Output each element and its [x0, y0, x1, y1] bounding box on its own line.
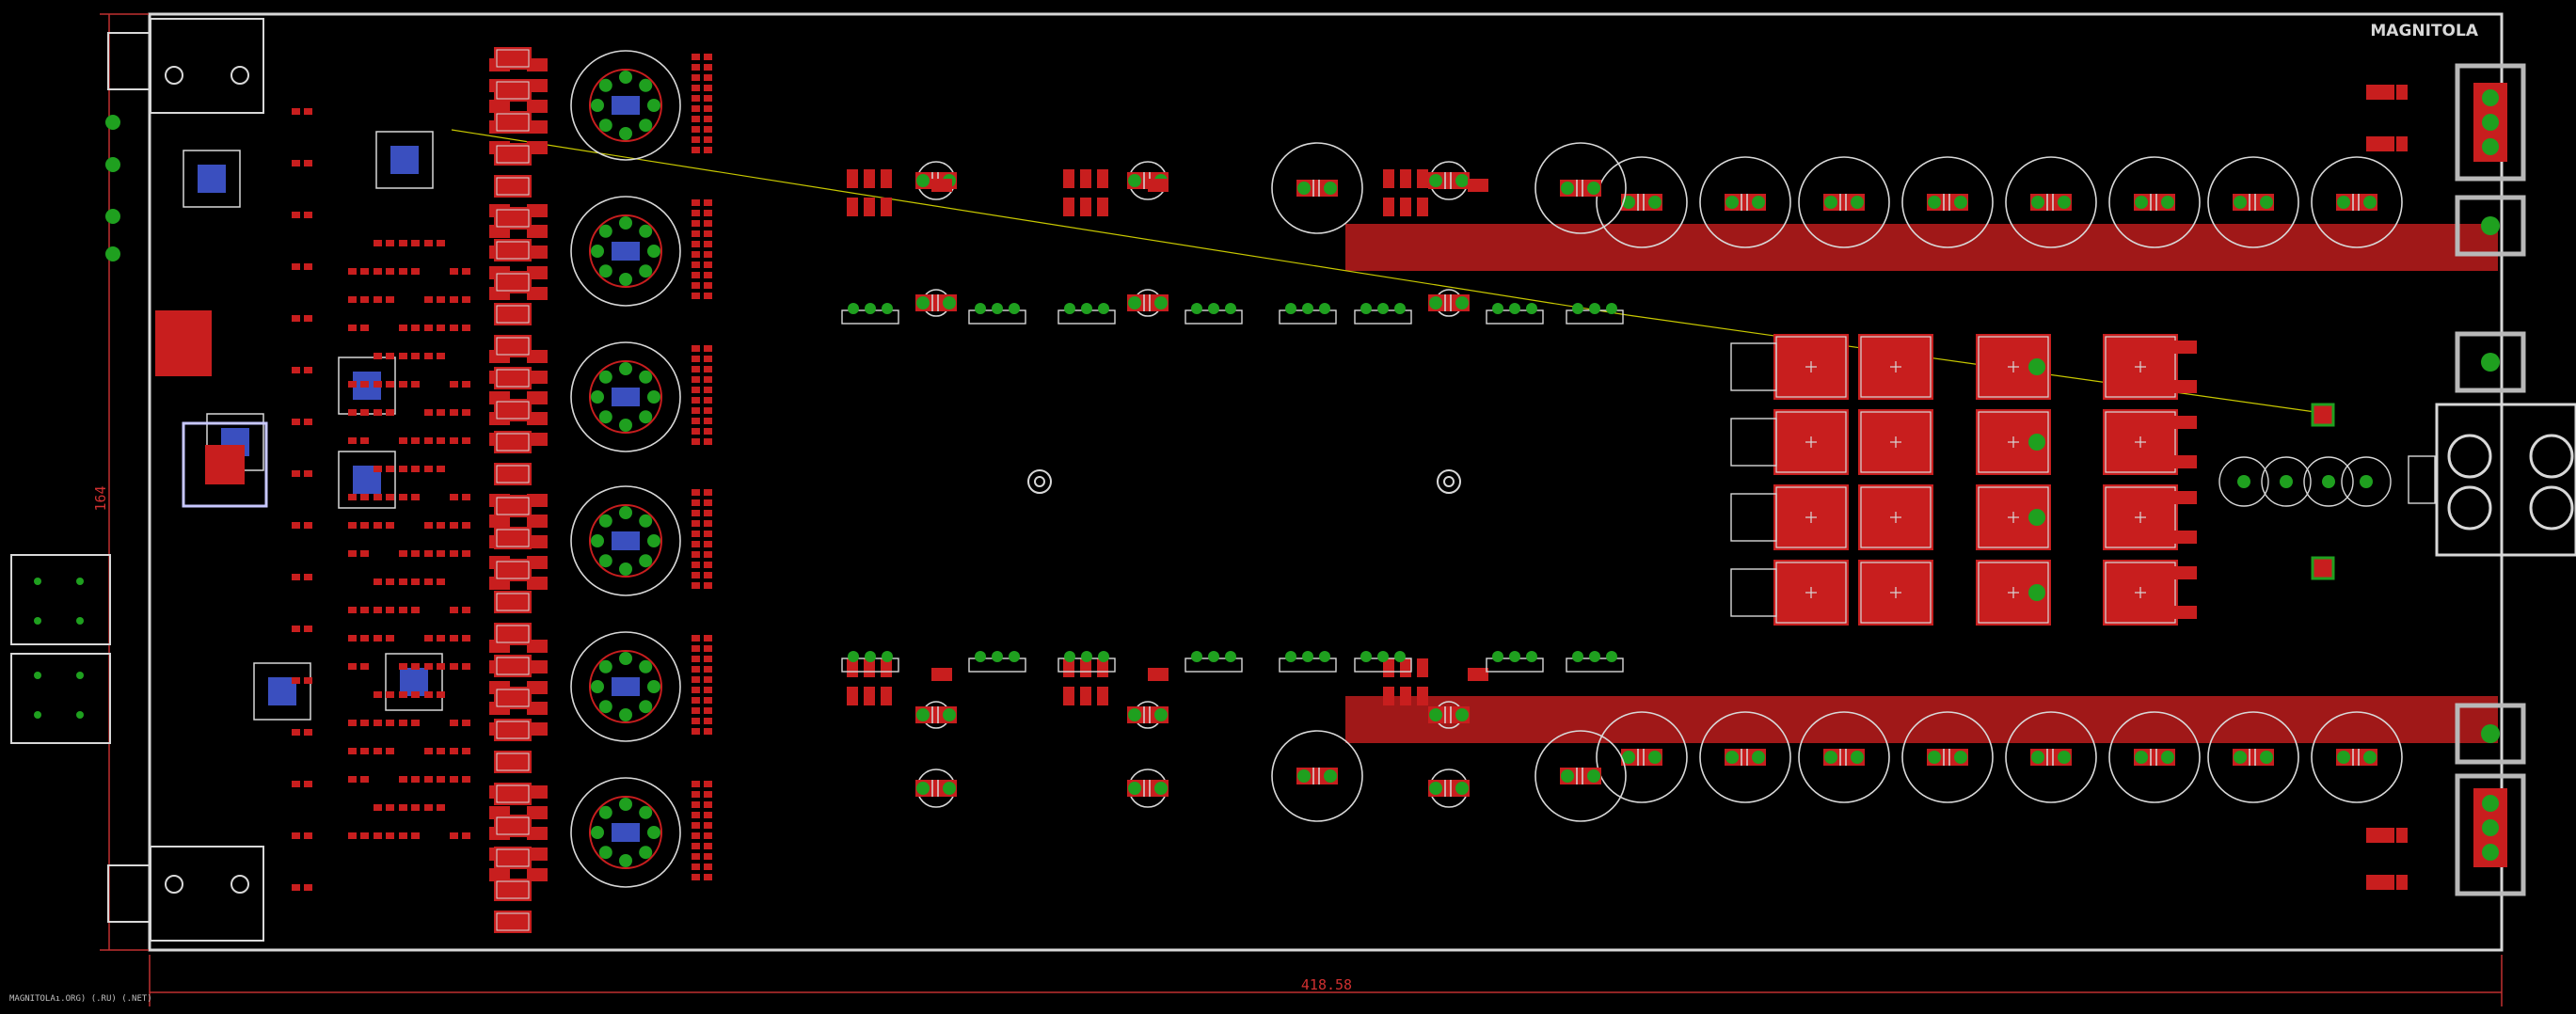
electrolytic-capacitor-icon	[1699, 156, 1791, 248]
smd-ic-icon	[2311, 403, 2335, 427]
width-dimension-label: 418.58	[1301, 976, 1352, 993]
electrolytic-capacitor-icon	[1798, 711, 1890, 803]
electrolytic-capacitor-icon	[570, 341, 681, 452]
brand-logo: MAGNITOLA	[2370, 22, 2478, 40]
left-connectors	[10, 18, 264, 942]
electrolytic-capacitor-icon	[1798, 156, 1890, 248]
electrolytic-capacitor-icon	[570, 777, 681, 888]
electrolytic-capacitor-icon	[2311, 711, 2403, 803]
electrolytic-capacitor-icon	[1534, 730, 1627, 822]
height-dimension-label: 164	[92, 485, 109, 511]
smd-ic-icon	[183, 150, 241, 208]
electrolytic-capacitor-icon	[2108, 156, 2201, 248]
electrolytic-capacitor-icon	[2311, 156, 2403, 248]
electrolytic-capacitor-icon	[570, 50, 681, 161]
electrolytic-capacitor-icon	[1596, 711, 1688, 803]
electrolytic-capacitor-icon	[2005, 156, 2097, 248]
footer-credit: MAGNITOLAı.ORG) (.RU) (.NET)	[9, 994, 152, 1004]
electrolytic-capacitor-icon	[2261, 456, 2312, 507]
electrolytic-capacitor-icon	[2108, 711, 2201, 803]
electrolytic-capacitor-icon	[1534, 142, 1627, 234]
smd-ic-icon	[338, 451, 396, 509]
board-outline	[148, 12, 2504, 952]
electrolytic-capacitor-icon	[1271, 142, 1363, 234]
smd-ic-icon	[375, 131, 434, 189]
speaker-terminal	[2435, 403, 2576, 557]
smd-ic-icon	[253, 662, 311, 721]
electrolytic-capacitor-icon	[1271, 730, 1363, 822]
top-power-rail	[1345, 224, 2498, 271]
electrolytic-capacitor-icon	[570, 196, 681, 307]
electrolytic-capacitor-icon	[1901, 156, 1994, 248]
electrolytic-capacitor-icon	[2218, 456, 2269, 507]
electrolytic-capacitor-icon	[1699, 711, 1791, 803]
smd-ic-icon	[182, 421, 268, 508]
mounting-hole-icon	[1027, 469, 1461, 494]
right-connectors	[2455, 63, 2526, 896]
electrolytic-capacitor-icon	[570, 631, 681, 742]
electrolytic-capacitor-icon	[2207, 711, 2299, 803]
smd-ic-icon	[385, 653, 443, 711]
electrolytic-capacitor-icon	[1901, 711, 1994, 803]
electrolytic-capacitor-icon	[2303, 456, 2354, 507]
electrolytic-capacitor-icon	[2341, 456, 2392, 507]
electrolytic-capacitor-icon	[2005, 711, 2097, 803]
electrolytic-capacitor-icon	[2207, 156, 2299, 248]
smd-ic-icon	[2311, 556, 2335, 580]
component-layer	[34, 47, 2507, 933]
electrolytic-capacitor-icon	[1596, 156, 1688, 248]
electrolytic-capacitor-icon	[570, 485, 681, 596]
